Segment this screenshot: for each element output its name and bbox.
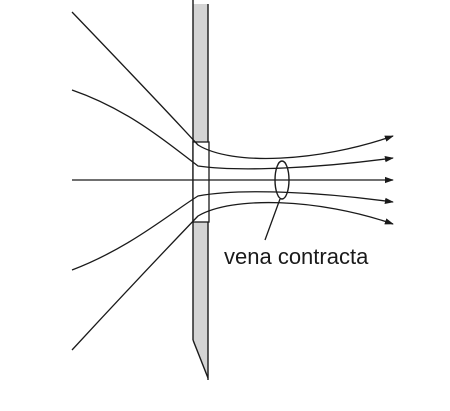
streamline-4 <box>71 191 394 271</box>
orifice-opening <box>192 141 210 223</box>
plate-bottom-chamfer <box>192 339 209 379</box>
streamline-1 <box>71 11 394 160</box>
streamline-5 <box>71 201 394 351</box>
vena-contracta-label: vena contracta <box>224 244 369 269</box>
vena-contracta-ellipse <box>274 160 290 200</box>
label-leader-line <box>264 198 281 241</box>
streamline-2 <box>71 89 394 170</box>
